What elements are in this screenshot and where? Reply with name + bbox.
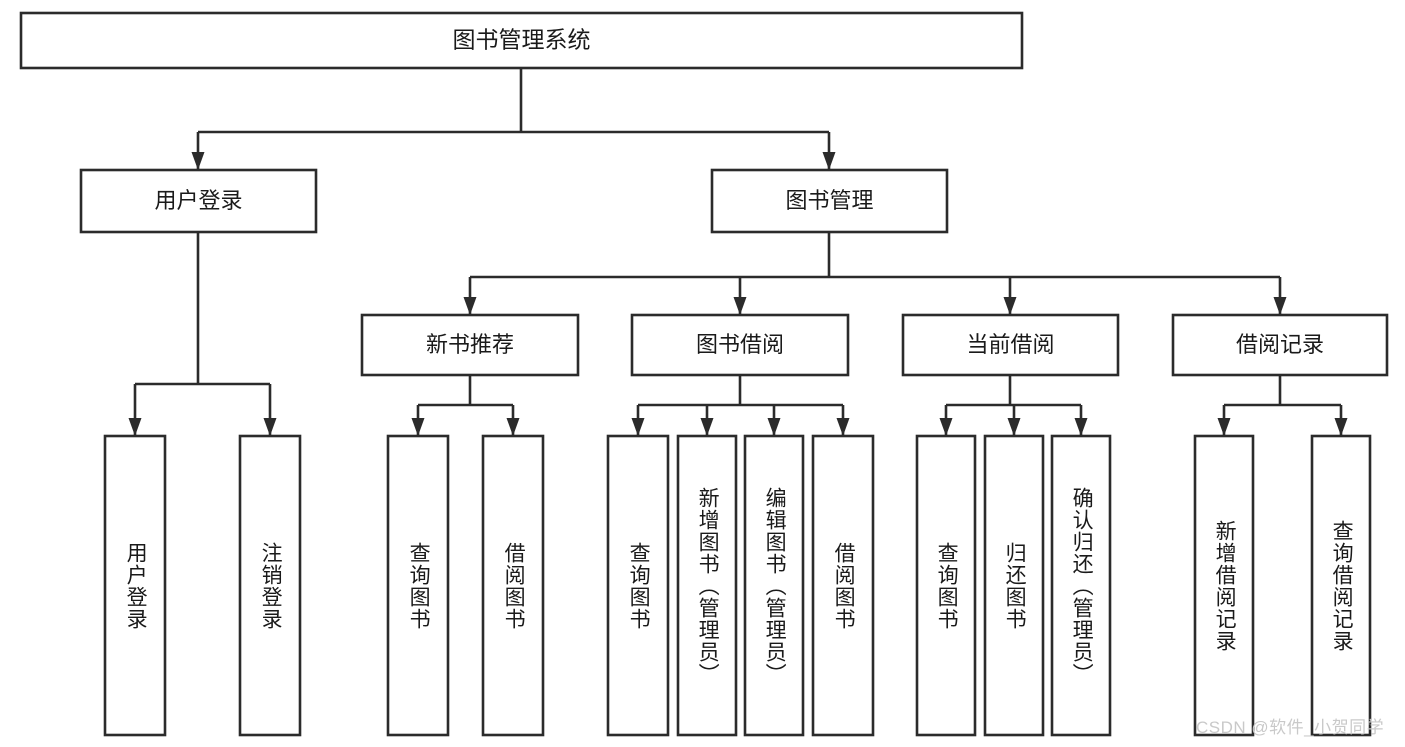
leaf-node[interactable] bbox=[1050, 434, 1112, 737]
leaf-node[interactable] bbox=[103, 434, 167, 737]
leaf-box[interactable] bbox=[811, 434, 875, 737]
root-node[interactable]: 图书管理系统 bbox=[19, 11, 1024, 70]
leaf-node[interactable] bbox=[811, 434, 875, 737]
level2-box[interactable] bbox=[710, 168, 949, 234]
leaf-node[interactable] bbox=[606, 434, 670, 737]
level2-node[interactable]: 图书管理 bbox=[710, 168, 949, 234]
level3-label: 新书推荐 bbox=[426, 332, 514, 357]
connector-lines bbox=[128, 68, 1348, 436]
arrow-head-icon bbox=[767, 418, 781, 436]
level3-node[interactable]: 新书推荐 bbox=[360, 313, 580, 377]
arrow-head-icon bbox=[191, 152, 205, 170]
arrow-head-icon bbox=[1217, 418, 1231, 436]
arrow-head-icon bbox=[263, 418, 277, 436]
leaf-box[interactable] bbox=[238, 434, 302, 737]
leaf-box[interactable] bbox=[386, 434, 450, 737]
arrow-head-icon bbox=[733, 297, 747, 315]
arrow-head-icon bbox=[463, 297, 477, 315]
leaf-node[interactable] bbox=[983, 434, 1045, 737]
level3-node[interactable]: 借阅记录 bbox=[1171, 313, 1389, 377]
arrow-head-icon bbox=[1003, 297, 1017, 315]
arrow-head-icon bbox=[1007, 418, 1021, 436]
leaf-box[interactable] bbox=[743, 434, 805, 737]
level3-node[interactable]: 当前借阅 bbox=[901, 313, 1120, 377]
level2-label: 用户登录 bbox=[154, 188, 242, 213]
level2-node[interactable]: 用户登录 bbox=[79, 168, 318, 234]
level2-label: 图书管理 bbox=[785, 188, 873, 213]
arrow-head-icon bbox=[411, 418, 425, 436]
leaf-node[interactable] bbox=[1193, 434, 1255, 737]
leaf-box[interactable] bbox=[1050, 434, 1112, 737]
arrow-head-icon bbox=[1074, 418, 1088, 436]
level3-label: 图书借阅 bbox=[696, 332, 784, 357]
leaf-box[interactable] bbox=[915, 434, 977, 737]
leaf-node[interactable] bbox=[676, 434, 738, 737]
arrow-head-icon bbox=[1334, 418, 1348, 436]
watermark-text: CSDN @软件_小贺同学 bbox=[1196, 718, 1385, 737]
leaf-node[interactable] bbox=[481, 434, 545, 737]
leaf-box[interactable] bbox=[481, 434, 545, 737]
leaf-node[interactable] bbox=[743, 434, 805, 737]
level2-box[interactable] bbox=[79, 168, 318, 234]
leaf-node[interactable] bbox=[915, 434, 977, 737]
arrow-head-icon bbox=[836, 418, 850, 436]
leaf-box[interactable] bbox=[1310, 434, 1372, 737]
level3-box[interactable] bbox=[1171, 313, 1389, 377]
leaf-box[interactable] bbox=[103, 434, 167, 737]
level3-node[interactable]: 图书借阅 bbox=[630, 313, 850, 377]
arrow-head-icon bbox=[1273, 297, 1287, 315]
level3-box[interactable] bbox=[360, 313, 580, 377]
leaf-node[interactable] bbox=[1310, 434, 1372, 737]
level3-label: 当前借阅 bbox=[966, 332, 1054, 357]
leaf-box[interactable] bbox=[606, 434, 670, 737]
level3-box[interactable] bbox=[901, 313, 1120, 377]
level3-label: 借阅记录 bbox=[1236, 332, 1324, 357]
arrow-head-icon bbox=[631, 418, 645, 436]
leaf-node[interactable] bbox=[386, 434, 450, 737]
leaf-node[interactable] bbox=[238, 434, 302, 737]
leaf-box[interactable] bbox=[983, 434, 1045, 737]
arrow-head-icon bbox=[506, 418, 520, 436]
arrow-head-icon bbox=[822, 152, 836, 170]
root-box[interactable] bbox=[19, 11, 1024, 70]
arrow-head-icon bbox=[939, 418, 953, 436]
root-label: 图书管理系统 bbox=[453, 27, 591, 53]
arrow-head-icon bbox=[128, 418, 142, 436]
level3-box[interactable] bbox=[630, 313, 850, 377]
arrow-head-icon bbox=[700, 418, 714, 436]
leaf-box[interactable] bbox=[676, 434, 738, 737]
leaf-box[interactable] bbox=[1193, 434, 1255, 737]
